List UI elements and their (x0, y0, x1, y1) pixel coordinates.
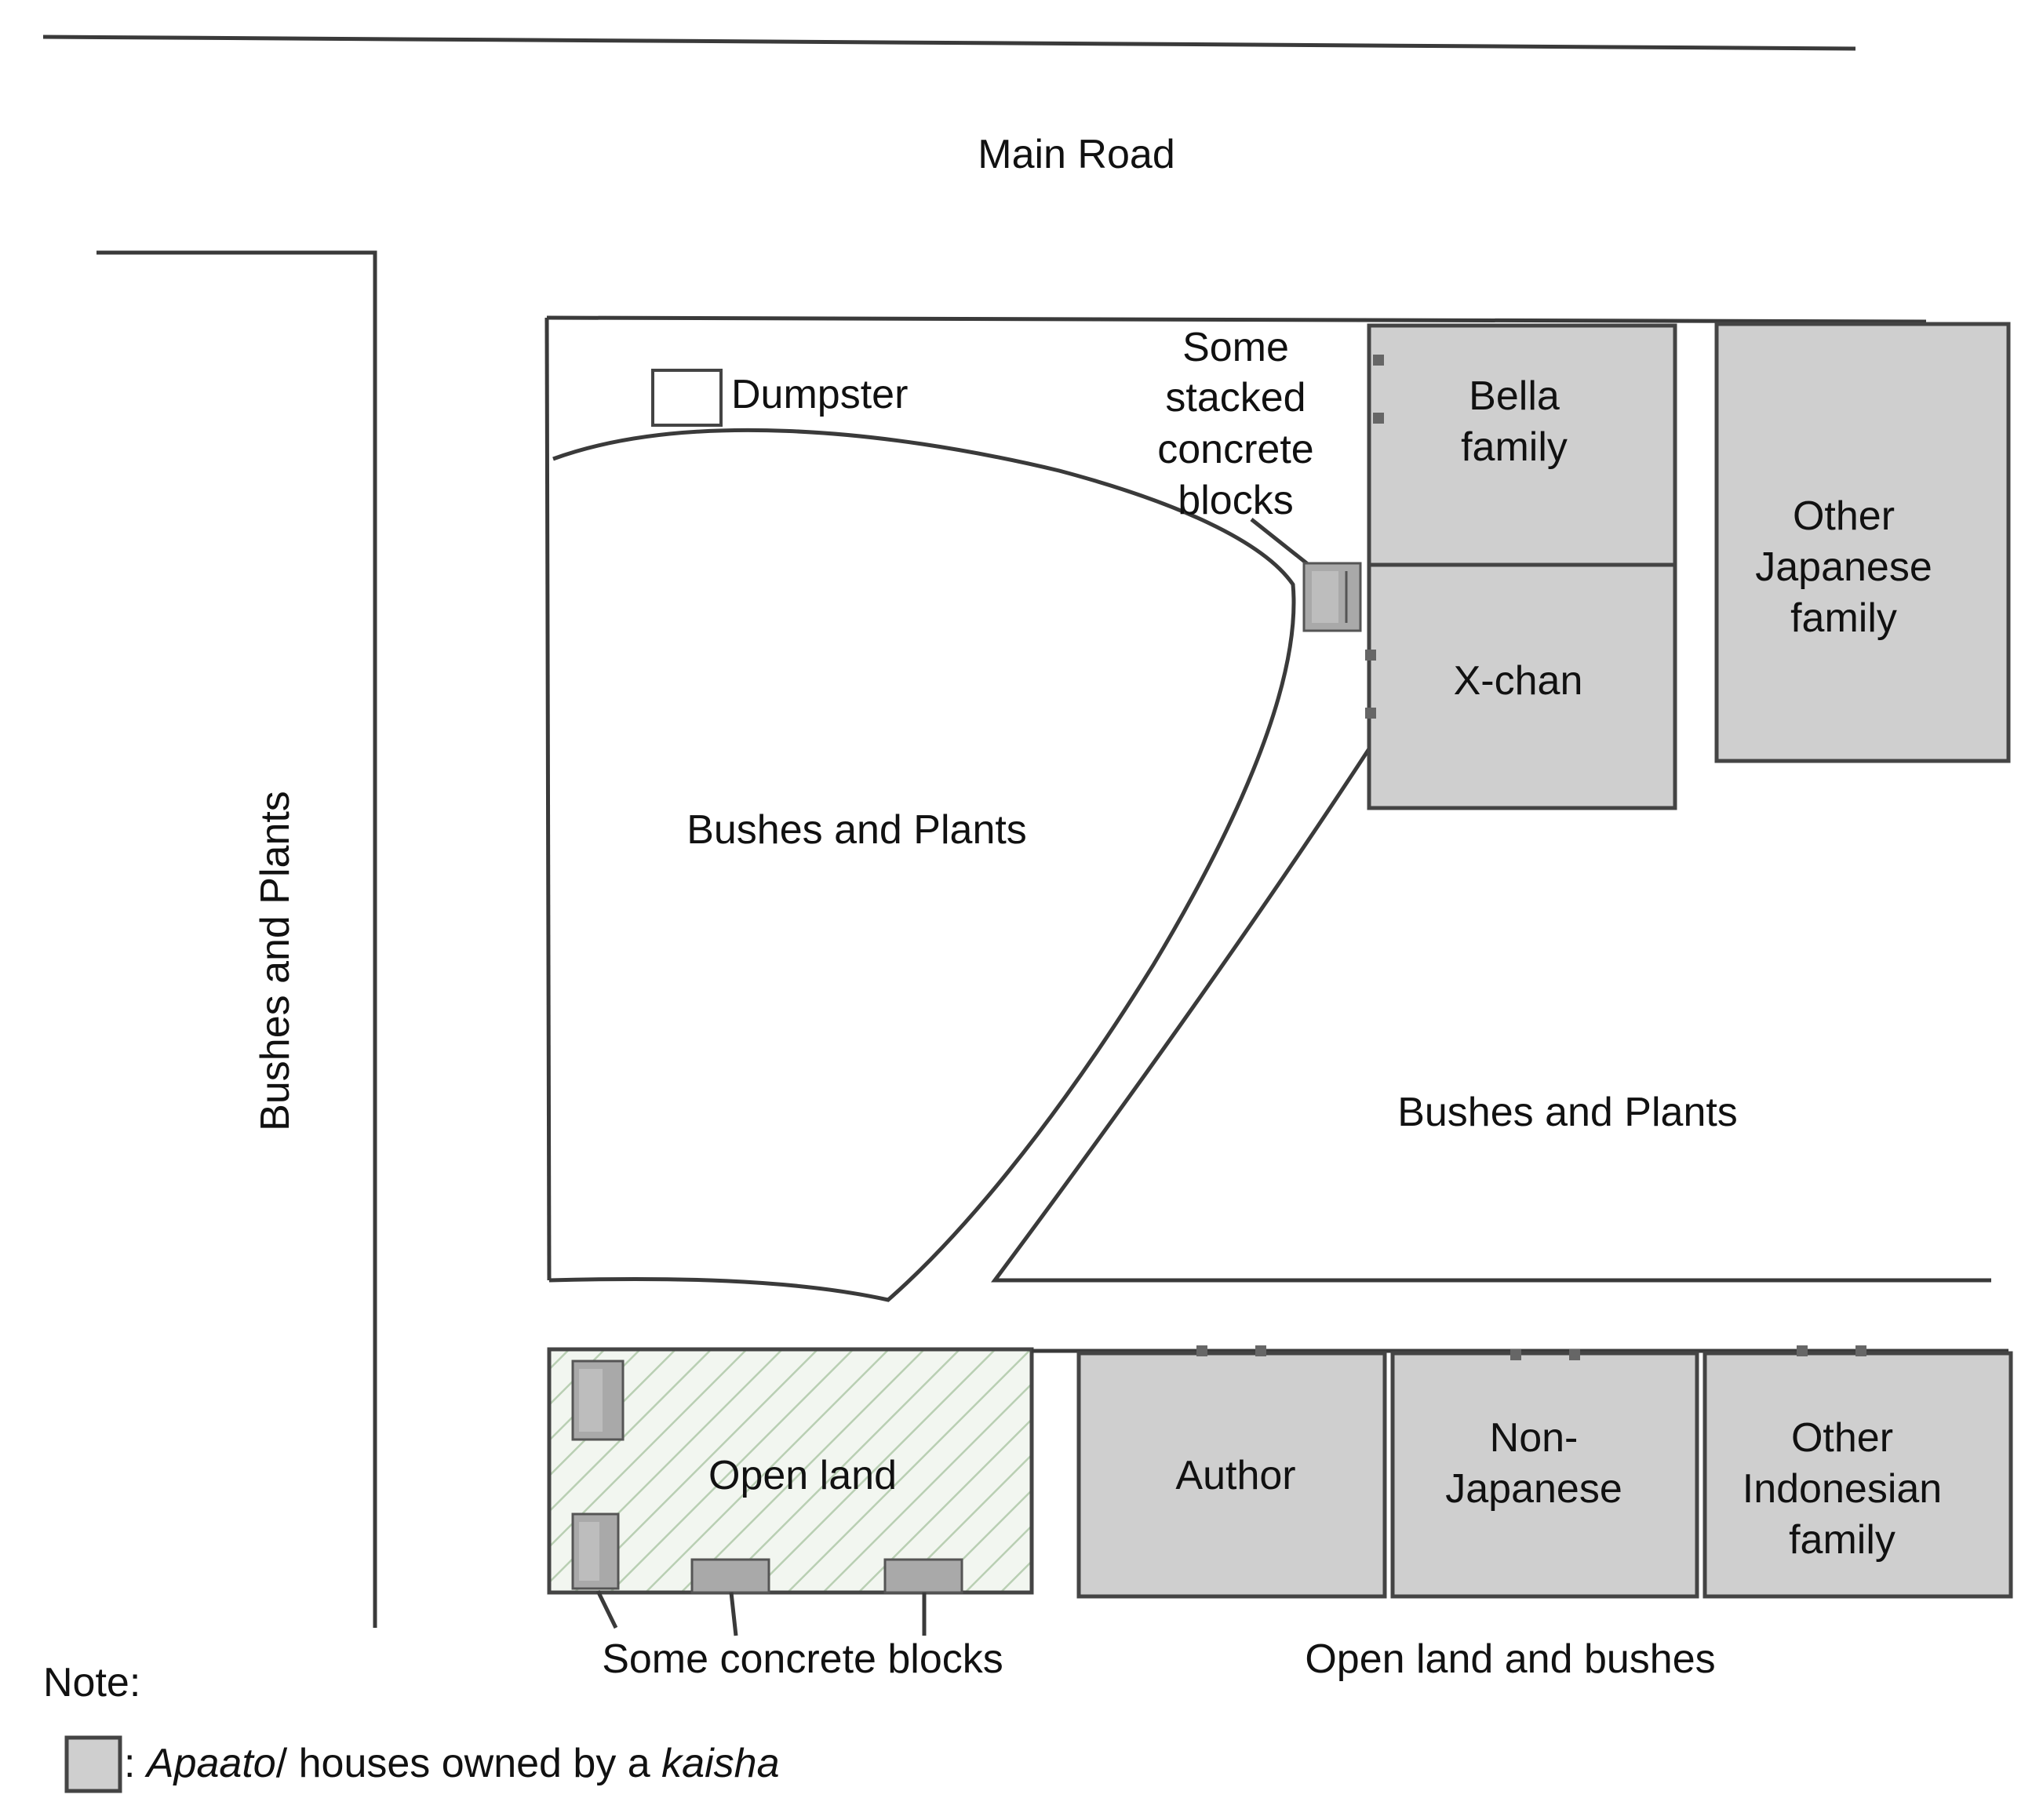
legend-swatch (64, 1735, 122, 1793)
dumpster-label: Dumpster (731, 372, 908, 417)
bushes-center-label: Bushes and Plants (686, 807, 1027, 853)
house-x-chan (1367, 562, 1677, 810)
svg-text:Other: Other (1793, 493, 1895, 539)
svg-text:Japanese: Japanese (1755, 544, 1932, 590)
hinge-marks-lower (1196, 1345, 1866, 1360)
dumpster (651, 369, 723, 427)
house-other-japanese-family (1714, 322, 2011, 763)
house-other-indonesian-family-label: Other Indonesian family (1743, 1415, 1942, 1563)
side-road-line (97, 250, 377, 1628)
house-non-japanese (1390, 1351, 1699, 1599)
svg-text:Japanese: Japanese (1445, 1466, 1622, 1512)
main-road-line (42, 35, 1856, 51)
open-land-label: Open land (708, 1453, 897, 1498)
house-non-japanese-label: Non- Japanese (1445, 1415, 1622, 1512)
house-other-indonesian-family (1702, 1351, 2013, 1599)
svg-text:concrete: concrete (1157, 427, 1313, 472)
lot-top-edge (546, 315, 1927, 324)
house-other-japanese-family-label: Other Japanese family (1755, 493, 1932, 641)
concrete-blocks-label: Some concrete blocks (602, 1636, 1003, 1682)
bushes-east-label: Bushes and Plants (1397, 1090, 1738, 1135)
svg-text:family: family (1461, 424, 1568, 470)
svg-text:blocks: blocks (1178, 478, 1293, 523)
svg-text:Some: Some (1182, 325, 1289, 370)
bushes-west-label: Bushes and Plants (253, 791, 298, 1131)
house-bella-family (1367, 323, 1677, 567)
house-author-label: Author (1175, 1453, 1295, 1498)
house-author (1076, 1351, 1387, 1599)
open-land-bushes-label: Open land and bushes (1305, 1636, 1715, 1682)
bushes-east-boundary (991, 744, 1991, 1283)
legend-title: Note: (43, 1660, 140, 1705)
hinge-marks-upper (1365, 355, 1384, 719)
svg-text:family: family (1789, 1517, 1896, 1563)
bushes-center-boundary (548, 428, 1296, 1302)
open-land (547, 1347, 1034, 1595)
stacked-blocks-pointer (1250, 518, 1310, 566)
stacked-concrete-blocks (1302, 562, 1362, 632)
main-road-label: Main Road (978, 132, 1174, 177)
house-x-chan-label: X-chan (1454, 658, 1583, 704)
legend-text: : Apaato/ houses owned by a kaisha (124, 1741, 779, 1786)
concrete-blocks (571, 1360, 963, 1594)
house-bella-family-label: Bella family (1461, 373, 1568, 470)
lot-left-edge (544, 317, 552, 1281)
concrete-blocks-pointers (595, 1589, 927, 1636)
svg-text:stacked: stacked (1165, 375, 1306, 420)
svg-text:Non-: Non- (1490, 1415, 1579, 1461)
svg-text:Bella: Bella (1469, 373, 1560, 419)
svg-text:Other: Other (1791, 1415, 1893, 1461)
svg-text:family: family (1790, 595, 1897, 641)
svg-text:Indonesian: Indonesian (1743, 1466, 1942, 1512)
stacked-blocks-label: Some stacked concrete blocks (1157, 325, 1313, 523)
